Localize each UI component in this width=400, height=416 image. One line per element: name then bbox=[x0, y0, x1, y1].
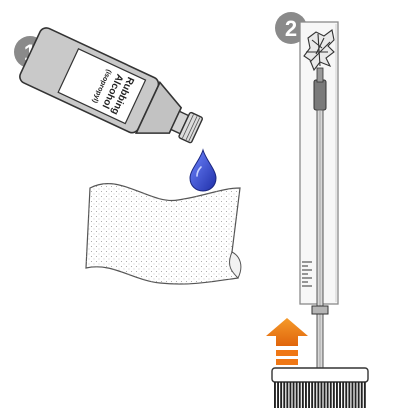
bristle bbox=[277, 382, 279, 408]
brush-wire-tip bbox=[303, 29, 335, 72]
bristle bbox=[326, 382, 329, 408]
bristle bbox=[286, 382, 289, 408]
bristle bbox=[357, 382, 360, 408]
bristle bbox=[351, 382, 354, 408]
sleeve-graduation-marks bbox=[302, 261, 312, 287]
bristle bbox=[354, 382, 357, 408]
push-up-arrow-icon bbox=[266, 318, 308, 365]
wipe-cloth-icon bbox=[85, 183, 242, 285]
bristle bbox=[329, 382, 332, 408]
bristle bbox=[311, 382, 314, 408]
bristle bbox=[295, 382, 298, 408]
bristle bbox=[280, 382, 283, 408]
bristle bbox=[289, 382, 292, 408]
bristle bbox=[298, 382, 301, 408]
bristle bbox=[305, 382, 307, 408]
bristle bbox=[292, 382, 295, 408]
bristle bbox=[283, 382, 286, 408]
bristle bbox=[320, 382, 323, 408]
bristle bbox=[339, 382, 341, 408]
step-2-number: 2 bbox=[285, 16, 297, 41]
bristle bbox=[332, 382, 335, 408]
rubbing-alcohol-bottle-icon: Rubbing Alcohol (isopropyl) bbox=[19, 27, 203, 144]
alcohol-drop-icon bbox=[189, 148, 217, 192]
bristle bbox=[314, 382, 317, 408]
step-2-badge: 2 bbox=[275, 12, 307, 44]
bristle bbox=[274, 382, 276, 408]
bristle bbox=[301, 382, 304, 408]
bristle bbox=[308, 382, 310, 408]
brush-bristles bbox=[274, 382, 366, 408]
bristle bbox=[360, 382, 363, 408]
bristle bbox=[317, 382, 320, 408]
bristle bbox=[363, 382, 366, 408]
bristle bbox=[348, 382, 351, 408]
bristle bbox=[345, 382, 348, 408]
bristle bbox=[323, 382, 326, 408]
bristle bbox=[336, 382, 338, 408]
brush-in-sleeve-icon bbox=[271, 21, 369, 408]
bristle bbox=[342, 382, 345, 408]
